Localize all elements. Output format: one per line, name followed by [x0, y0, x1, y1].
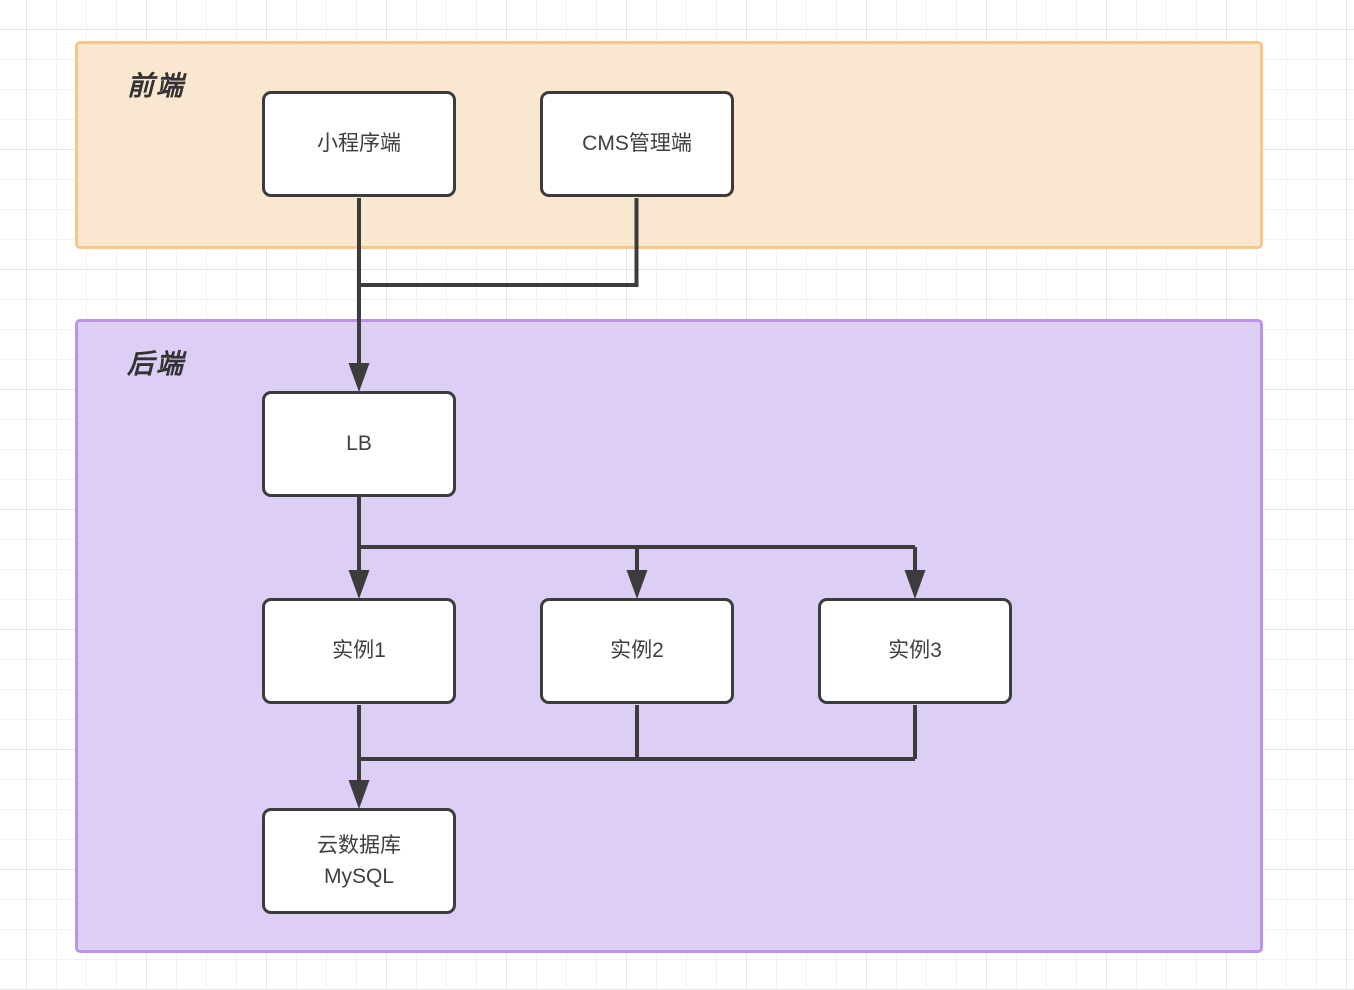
node-instance1[interactable]: 实例1	[262, 598, 456, 704]
node-cms-label: CMS管理端	[582, 132, 692, 156]
node-instance2-label: 实例2	[610, 639, 664, 663]
node-instance1-label: 实例1	[332, 639, 386, 663]
node-instance2[interactable]: 实例2	[540, 598, 734, 704]
node-load-balancer[interactable]: LB	[262, 391, 456, 497]
node-miniprogram-label: 小程序端	[317, 132, 401, 156]
node-miniprogram[interactable]: 小程序端	[262, 91, 456, 197]
node-load-balancer-label: LB	[346, 432, 372, 456]
node-cloud-mysql[interactable]: 云数据库 MySQL	[262, 808, 456, 914]
node-cloud-mysql-label-line2: MySQL	[323, 865, 394, 888]
node-instance3-label: 实例3	[888, 639, 942, 663]
node-instance3[interactable]: 实例3	[818, 598, 1012, 704]
node-cms[interactable]: CMS管理端	[540, 91, 734, 197]
region-frontend-label: 前端	[127, 71, 185, 101]
region-backend-label: 后端	[127, 349, 185, 379]
node-cloud-mysql-label-line1: 云数据库	[317, 833, 401, 857]
